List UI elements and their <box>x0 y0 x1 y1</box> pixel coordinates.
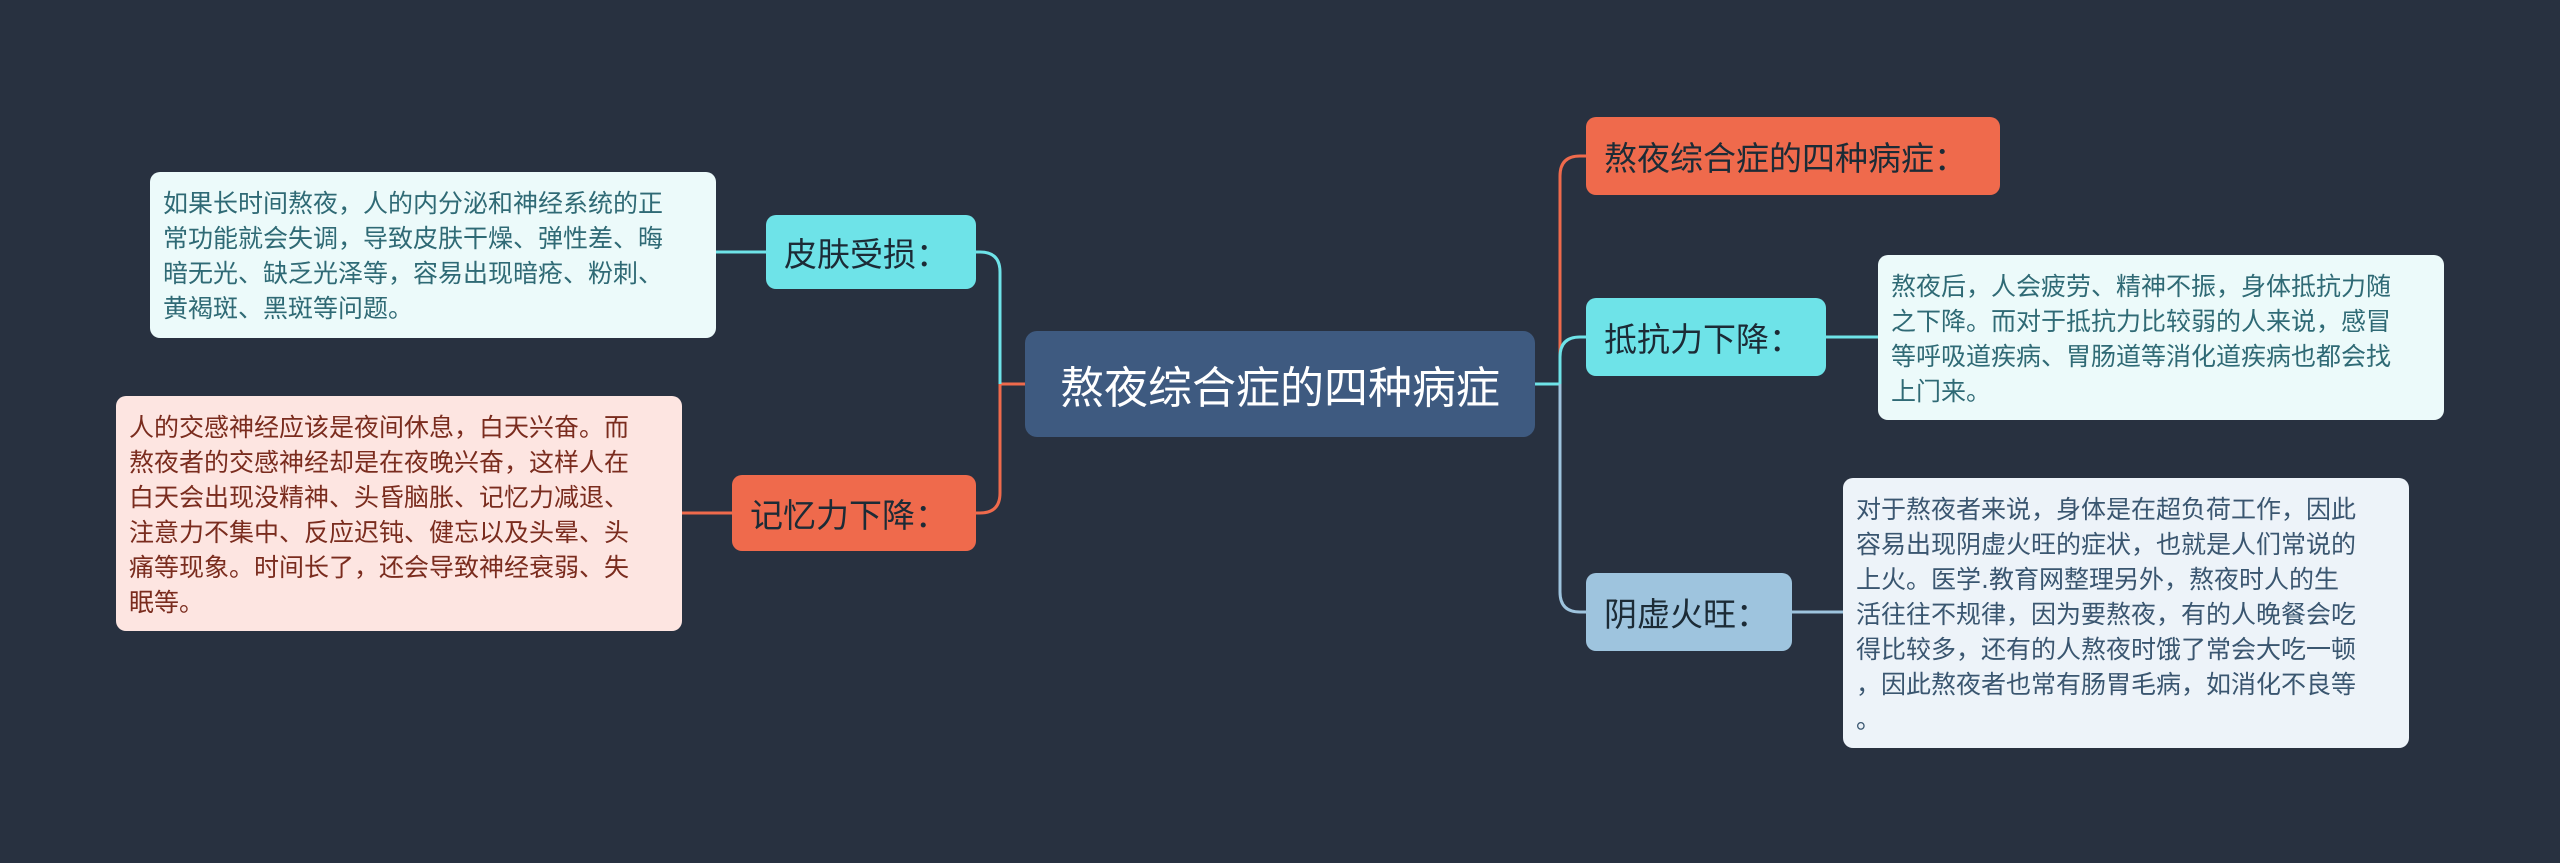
root-topic[interactable]: 熬夜综合症的四种病症 <box>1025 331 1535 437</box>
text-line: 之下降。而对于抵抗力比较弱的人来说，感冒 <box>1891 307 2392 336</box>
text-line: 上火。医学.教育网整理另外，熬夜时人的生 <box>1856 565 2339 594</box>
branch-yin-deficiency[interactable]: 阴虚火旺： <box>1586 573 1792 651</box>
branch-skin-damage-label: 皮肤受损： <box>784 235 949 274</box>
text-line: 人的交感神经应该是夜间休息，白天兴奋。而 <box>129 413 630 442</box>
branch-memory-decline[interactable]: 记忆力下降： <box>732 475 976 551</box>
detail-memory-decline[interactable]: 人的交感神经应该是夜间休息，白天兴奋。而 熬夜者的交感神经却是在夜晚兴奋，这样人… <box>116 396 682 631</box>
branch-four-symptoms-label: 熬夜综合症的四种病症： <box>1604 139 1967 178</box>
text-line: 眠等。 <box>129 588 205 617</box>
branch-skin-damage[interactable]: 皮肤受损： <box>766 215 976 289</box>
text-line: 常功能就会失调，导致皮肤干燥、弹性差、晦 <box>163 224 664 253</box>
text-line: ，因此熬夜者也常有肠胃毛病，如消化不良等 <box>1856 670 2357 699</box>
branch-yin-deficiency-label: 阴虚火旺： <box>1604 595 1769 634</box>
text-line: 熬夜者的交感神经却是在夜晚兴奋，这样人在 <box>129 448 630 477</box>
branch-four-symptoms[interactable]: 熬夜综合症的四种病症： <box>1586 117 2000 195</box>
text-line: 容易出现阴虚火旺的症状，也就是人们常说的 <box>1856 530 2357 559</box>
text-line: 得比较多，还有的人熬夜时饿了常会大吃一顿 <box>1856 635 2357 664</box>
detail-skin-damage-text: 如果长时间熬夜，人的内分泌和神经系统的正 常功能就会失调，导致皮肤干燥、弹性差、… <box>163 186 663 326</box>
detail-immunity-decline[interactable]: 熬夜后，人会疲劳、精神不振，身体抵抗力随 之下降。而对于抵抗力比较弱的人来说，感… <box>1878 255 2444 420</box>
text-line: 白天会出现没精神、头昏脑胀、记忆力减退、 <box>129 483 630 512</box>
detail-yin-deficiency-text: 对于熬夜者来说，身体是在超负荷工作，因此 容易出现阴虚火旺的症状，也就是人们常说… <box>1856 492 2356 737</box>
text-line: 痛等现象。时间长了，还会导致神经衰弱、失 <box>129 553 630 582</box>
detail-memory-decline-text: 人的交感神经应该是夜间休息，白天兴奋。而 熬夜者的交感神经却是在夜晚兴奋，这样人… <box>129 410 629 620</box>
branch-memory-decline-label: 记忆力下降： <box>750 496 948 535</box>
text-line: 熬夜后，人会疲劳、精神不振，身体抵抗力随 <box>1891 272 2392 301</box>
text-line: 对于熬夜者来说，身体是在超负荷工作，因此 <box>1856 495 2357 524</box>
text-line: 。 <box>1856 705 1882 734</box>
detail-skin-damage[interactable]: 如果长时间熬夜，人的内分泌和神经系统的正 常功能就会失调，导致皮肤干燥、弹性差、… <box>150 172 716 338</box>
branch-immunity-decline[interactable]: 抵抗力下降： <box>1586 298 1826 376</box>
text-line: 上门来。 <box>1891 377 1992 406</box>
text-line: 黄褐斑、黑斑等问题。 <box>163 294 414 323</box>
text-line: 如果长时间熬夜，人的内分泌和神经系统的正 <box>163 189 664 218</box>
detail-immunity-decline-text: 熬夜后，人会疲劳、精神不振，身体抵抗力随 之下降。而对于抵抗力比较弱的人来说，感… <box>1891 269 2391 409</box>
root-topic-label: 熬夜综合症的四种病症 <box>1060 363 1500 414</box>
text-line: 活往往不规律，因为要熬夜，有的人晚餐会吃 <box>1856 600 2357 629</box>
text-line: 暗无光、缺乏光泽等，容易出现暗疮、粉刺、 <box>163 259 664 288</box>
detail-yin-deficiency[interactable]: 对于熬夜者来说，身体是在超负荷工作，因此 容易出现阴虚火旺的症状，也就是人们常说… <box>1843 478 2409 748</box>
text-line: 注意力不集中、反应迟钝、健忘以及头晕、头 <box>129 518 630 547</box>
branch-immunity-decline-label: 抵抗力下降： <box>1604 320 1802 359</box>
text-line: 等呼吸道疾病、胃肠道等消化道疾病也都会找 <box>1891 342 2392 371</box>
